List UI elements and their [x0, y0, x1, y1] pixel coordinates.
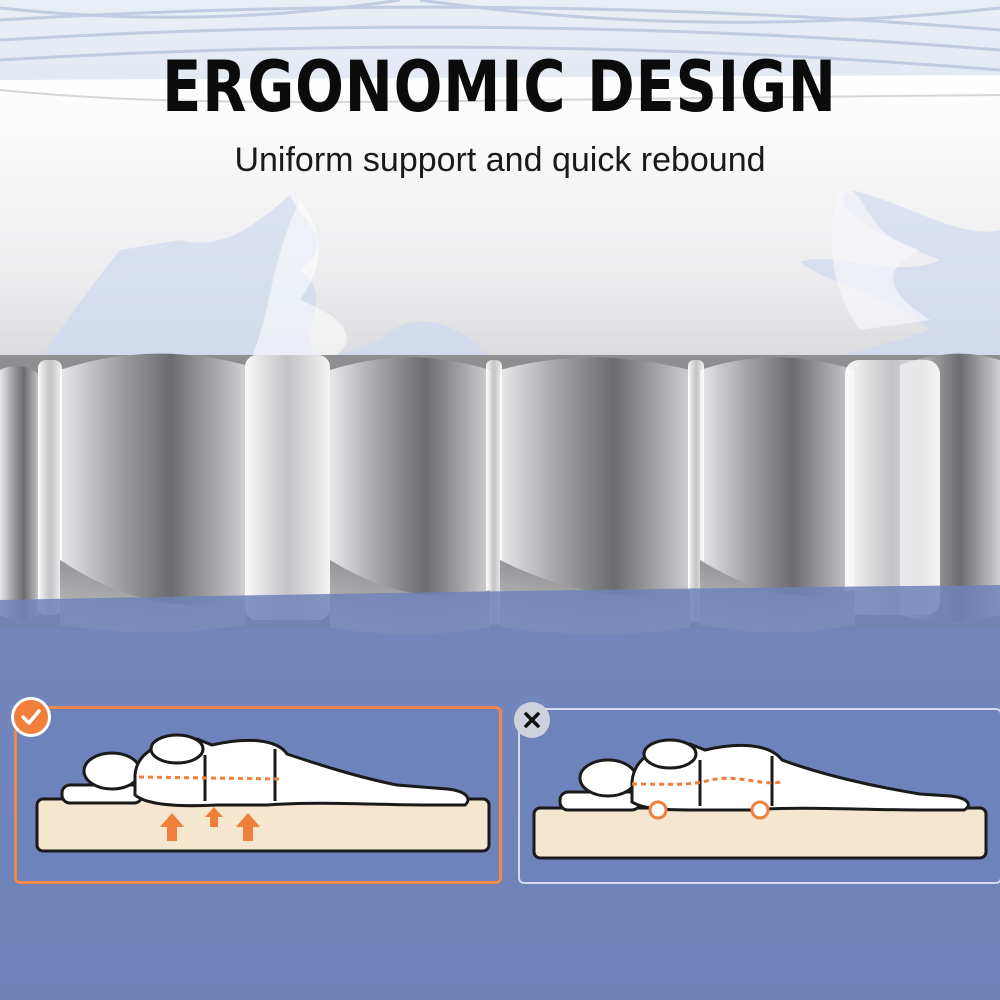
mattress-good: [35, 797, 491, 853]
ripple-lines: [0, 0, 1000, 72]
pocket-springs: [0, 353, 1000, 634]
page-subtitle: Uniform support and quick rebound: [234, 141, 766, 179]
foam-layer: [0, 75, 1000, 372]
sleeping-figure-good: [60, 733, 470, 808]
pressure-points: [648, 800, 770, 820]
cross-icon: [514, 702, 550, 738]
spine-line-bad: [631, 776, 783, 786]
incorrect-posture-panel: [518, 708, 1000, 884]
check-icon: [11, 697, 51, 737]
sleeping-figure-bad: [558, 738, 970, 812]
support-arrows: [160, 807, 260, 841]
page-title: ERGONOMIC DESIGN: [162, 46, 837, 128]
correct-posture-panel: [14, 706, 502, 884]
spine-line-good: [138, 775, 283, 781]
